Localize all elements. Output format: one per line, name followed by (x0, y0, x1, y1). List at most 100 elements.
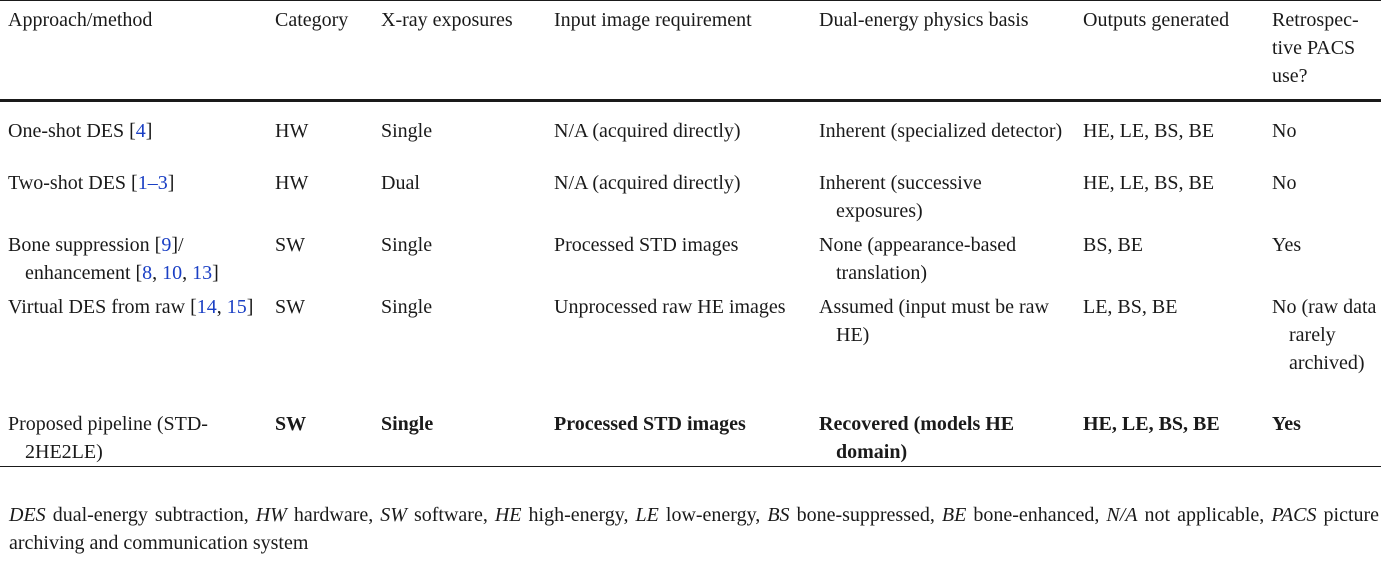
method-text: ] (246, 295, 254, 318)
table-row: Virtual DES from raw [14, 15] SW Single … (0, 287, 1381, 404)
method-text: Two-shot DES [ (8, 171, 138, 194)
cell-input: Unprocessed raw HE images (546, 287, 811, 404)
citation-link[interactable]: 14 (196, 295, 217, 318)
footnote-abbr: LE (635, 504, 659, 526)
cell-exposures: Single (373, 403, 546, 467)
input-text: Processed STD images (554, 233, 739, 256)
header-exposures: X-ray exposures (373, 0, 546, 102)
method-text: Virtual DES from raw [ (8, 295, 197, 318)
cell-pacs: No (raw data rarely archived) (1264, 287, 1381, 404)
footnote-abbr: HE (494, 504, 522, 526)
pacs-text: No (raw data rarely archived) (1272, 295, 1377, 374)
cell-input: Processed STD images (546, 225, 811, 287)
cell-outputs: HE, LE, BS, BE (1083, 171, 1215, 194)
comparison-table: Approach/method Category X-ray exposures… (0, 0, 1381, 467)
method-text: One-shot DES [ (8, 120, 136, 142)
cell-physics: Recovered (models HE domain) (811, 403, 1075, 467)
cell-category: SW (267, 403, 373, 467)
citation-link[interactable]: 9 (161, 233, 172, 256)
header-input: Input image requirement (546, 0, 811, 102)
footnote-def: low-energy, (665, 504, 761, 526)
cell-method: One-shot DES [4] (0, 101, 267, 163)
cell-method: Two-shot DES [1–3] (0, 163, 267, 225)
method-text: Bone suppression [ (8, 233, 162, 256)
physics-text: None (appearance-based translation) (819, 233, 1017, 284)
footnote-abbr: SW (380, 504, 407, 526)
footnote-abbr: PACS (1271, 504, 1317, 526)
method-text: Proposed pipeline (STD-2HE2LE) (8, 412, 208, 463)
header-physics: Dual-energy physics basis (811, 0, 1075, 102)
table-row: Two-shot DES [1–3] HW Dual N/A (acquired… (0, 163, 1381, 225)
table-row: One-shot DES [4] HW Single N/A (acquired… (0, 101, 1381, 163)
header-approach: Approach/method (0, 0, 267, 102)
citation-link[interactable]: 13 (192, 261, 213, 284)
cell-input: N/A (acquired directly) (546, 163, 811, 225)
cell-pacs: Yes (1264, 403, 1381, 467)
citation-link[interactable]: 8 (142, 261, 153, 284)
footnote-abbr: N/A (1106, 504, 1138, 526)
cell-method: Virtual DES from raw [14, 15] (8, 295, 254, 318)
cell-outputs: LE, BS, BE (1083, 295, 1178, 318)
input-text: N/A (acquired directly) (554, 120, 741, 142)
cell-outputs: HE, LE, BS, BE (1083, 120, 1215, 142)
cell-physics: Inherent (successive exposures) (811, 163, 1075, 225)
physics-text: Recovered (models HE domain) (819, 412, 1015, 463)
footnote-def: hardware, (293, 504, 374, 526)
pacs-text: Yes (1272, 233, 1302, 256)
header-outputs: Outputs generated (1075, 0, 1264, 102)
cell-physics: None (appearance-based translation) (811, 225, 1075, 287)
pacs-text: No (1272, 120, 1297, 142)
cell-category: HW (275, 120, 309, 142)
cell-outputs: BS, BE (1083, 233, 1144, 256)
input-text: Unprocessed raw HE images (554, 295, 786, 318)
footnote-def: dual-energy subtraction, (52, 504, 249, 526)
citation-link[interactable]: 4 (135, 120, 146, 142)
input-text: Processed STD images (554, 412, 746, 435)
footnote-def: high-energy, (528, 504, 629, 526)
cell-input: Processed STD images (546, 403, 811, 467)
footnote-abbr: BE (941, 504, 967, 526)
pacs-text: Yes (1272, 412, 1301, 435)
cell-pacs: No (1264, 163, 1381, 225)
table-footnote: DES dual-energy subtraction, HW hardware… (9, 501, 1379, 557)
method-text: ] (167, 171, 175, 194)
pacs-text: No (1272, 171, 1297, 194)
cell-exposures: Single (381, 295, 433, 318)
cell-exposures: Single (381, 120, 433, 142)
footnote-abbr: BS (767, 504, 790, 526)
header-pacs-text: Retrospec-tive PACS use? (1272, 9, 1359, 87)
physics-text: Assumed (input must be raw HE) (819, 295, 1049, 346)
cell-method: Proposed pipeline (STD-2HE2LE) (0, 403, 267, 467)
footnote-abbr: HW (255, 504, 287, 526)
footnote-def: bone-enhanced, (973, 504, 1100, 526)
citation-link[interactable]: 1–3 (137, 171, 168, 194)
cell-input: N/A (acquired directly) (546, 101, 811, 163)
cell-outputs: HE, LE, BS, BE (1075, 403, 1264, 467)
cell-pacs: No (1264, 101, 1381, 163)
cell-category: SW (275, 295, 305, 318)
footnote-abbr: DES (9, 504, 46, 526)
cell-category: SW (275, 233, 305, 256)
footnote-def: bone-suppressed, (796, 504, 935, 526)
input-text: N/A (acquired directly) (554, 171, 741, 194)
method-text: ] (145, 120, 153, 142)
table-row-highlighted: Proposed pipeline (STD-2HE2LE) SW Single… (0, 403, 1381, 467)
footnote-def: software, (413, 504, 488, 526)
cell-physics: Assumed (input must be raw HE) (811, 287, 1075, 404)
method-text: ]/ enhancement [ (25, 233, 184, 284)
header-pacs: Retrospec-tive PACS use? (1264, 0, 1381, 102)
cell-category: HW (275, 171, 309, 194)
cell-method: Bone suppression [9]/ enhancement [8, 10… (8, 233, 219, 284)
method-text: ] (212, 261, 219, 284)
table-row: Bone suppression [9]/ enhancement [8, 10… (0, 225, 1381, 287)
citation-link[interactable]: 10 (162, 261, 183, 284)
header-category: Category (267, 0, 373, 102)
footnote-def: not applicable, (1144, 504, 1265, 526)
cell-exposures: Dual (381, 171, 420, 194)
physics-text: Inherent (specialized detector) (819, 120, 1063, 142)
citation-link[interactable]: 15 (226, 295, 247, 318)
cell-pacs: Yes (1264, 225, 1381, 287)
cell-exposures: Single (381, 233, 433, 256)
footnote-def: picture archiving and communication syst… (9, 504, 1380, 554)
